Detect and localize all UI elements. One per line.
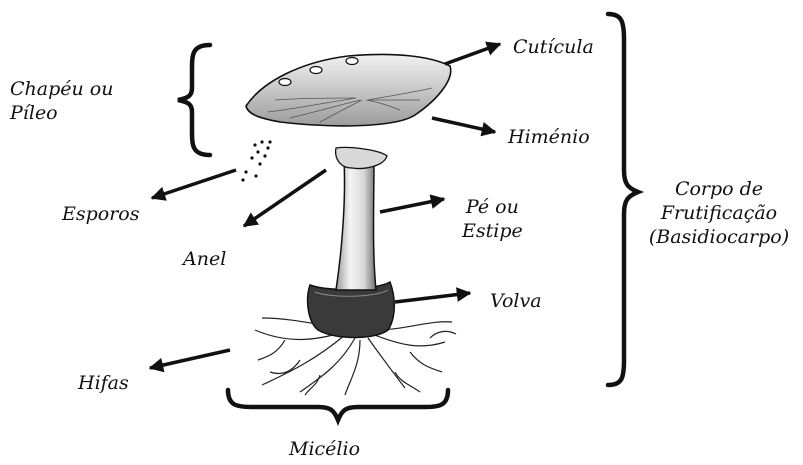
arrow-himenio bbox=[432, 118, 495, 132]
arrow-esporos bbox=[152, 170, 236, 198]
label-corpo: Corpo de Frutificação (Basidiocarpo) bbox=[640, 178, 798, 249]
arrow-hifas bbox=[150, 350, 230, 368]
arrow-anel bbox=[244, 170, 326, 226]
label-pe-line1: Pé ou bbox=[462, 196, 523, 220]
label-chapeu: Chapéu ou Píleo bbox=[10, 78, 113, 126]
brace-micelio bbox=[228, 390, 448, 420]
stem-shape bbox=[336, 160, 376, 290]
label-pe: Pé ou Estipe bbox=[462, 196, 523, 244]
brace-corpo bbox=[608, 14, 638, 385]
spores bbox=[241, 140, 271, 181]
arrow-volva bbox=[395, 293, 470, 302]
label-volva: Volva bbox=[490, 290, 542, 314]
brace-chapeu bbox=[178, 45, 210, 155]
label-pe-line2: Estipe bbox=[462, 220, 523, 244]
ring-shape bbox=[336, 147, 387, 168]
label-himenio: Himénio bbox=[508, 126, 590, 150]
label-micelio: Micélio bbox=[289, 438, 360, 462]
label-anel: Anel bbox=[183, 248, 226, 272]
label-corpo-line2: Frutificação bbox=[640, 202, 798, 226]
label-hifas: Hifas bbox=[78, 372, 129, 396]
label-esporos: Esporos bbox=[62, 203, 140, 227]
arrow-cuticula bbox=[445, 44, 500, 64]
label-chapeu-line1: Chapéu ou bbox=[10, 78, 113, 102]
label-chapeu-line2: Píleo bbox=[10, 102, 113, 126]
label-cuticula: Cutícula bbox=[513, 36, 594, 60]
label-corpo-line3: (Basidiocarpo) bbox=[640, 226, 798, 250]
arrow-pe bbox=[380, 199, 444, 212]
label-corpo-line1: Corpo de bbox=[640, 178, 798, 202]
